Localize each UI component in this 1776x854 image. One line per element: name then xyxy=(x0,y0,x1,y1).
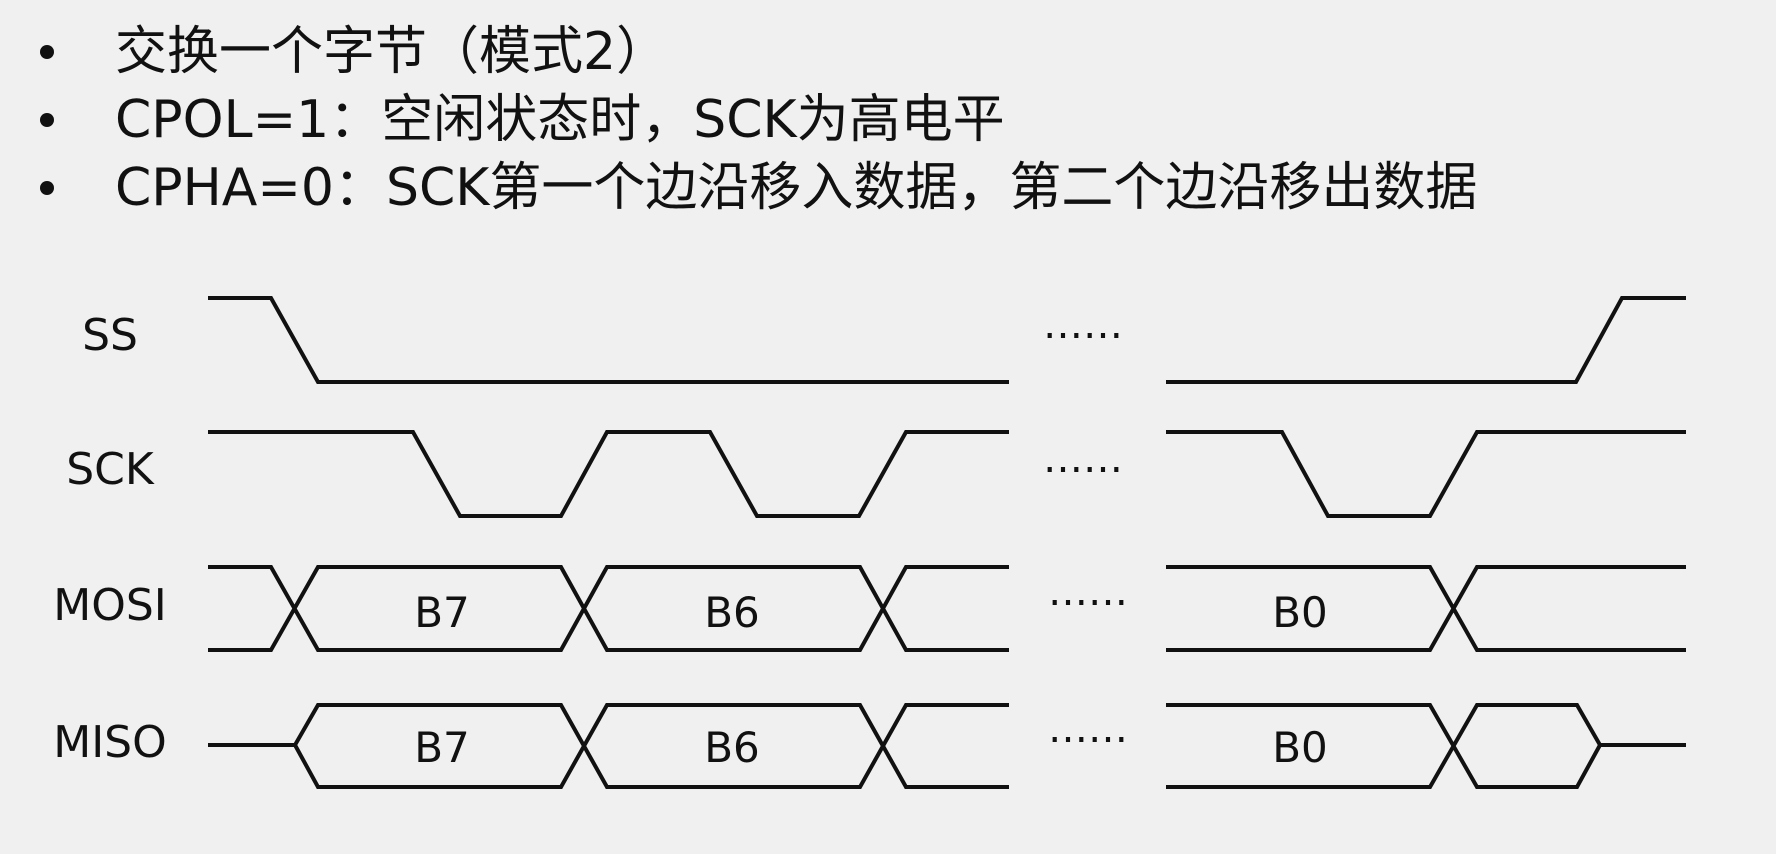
miso-ellipsis: …… xyxy=(1048,706,1128,752)
signal-label-mosi: MOSI xyxy=(53,580,167,631)
mosi-bit-label: B0 xyxy=(1272,588,1328,637)
ss-waveform xyxy=(208,296,1686,384)
bullet-text: 交换一个字节（模式2） xyxy=(115,22,669,82)
signal-label-ss: SS xyxy=(82,310,138,361)
miso-bit-label: B7 xyxy=(414,723,470,772)
sck-ellipsis: …… xyxy=(1043,436,1123,482)
ss-ellipsis: …… xyxy=(1043,302,1123,348)
miso-waveform xyxy=(208,703,1686,789)
sck-waveform xyxy=(208,430,1686,518)
miso-bit-label: B6 xyxy=(704,723,760,772)
bullet-list: 交换一个字节（模式2） CPOL=1：空闲状态时，SCK为高电平 CPHA=0：… xyxy=(40,18,1477,222)
bullet-text: CPOL=1：空闲状态时，SCK为高电平 xyxy=(115,90,1005,150)
bullet-item: CPHA=0：SCK第一个边沿移入数据，第二个边沿移出数据 xyxy=(40,154,1477,222)
mosi-ellipsis: …… xyxy=(1048,569,1128,615)
mosi-bit-label: B7 xyxy=(414,588,470,637)
bullet-item: 交换一个字节（模式2） xyxy=(40,18,1477,86)
bullet-dot-icon xyxy=(40,45,54,59)
mosi-bit-label: B6 xyxy=(704,588,760,637)
bullet-text: CPHA=0：SCK第一个边沿移入数据，第二个边沿移出数据 xyxy=(115,158,1478,218)
mosi-waveform xyxy=(208,565,1686,652)
bullet-dot-icon xyxy=(40,113,54,127)
miso-bit-label: B0 xyxy=(1272,723,1328,772)
signal-label-miso: MISO xyxy=(53,717,167,768)
bullet-item: CPOL=1：空闲状态时，SCK为高电平 xyxy=(40,86,1477,154)
bullet-dot-icon xyxy=(40,181,54,195)
signal-label-sck: SCK xyxy=(66,444,155,495)
